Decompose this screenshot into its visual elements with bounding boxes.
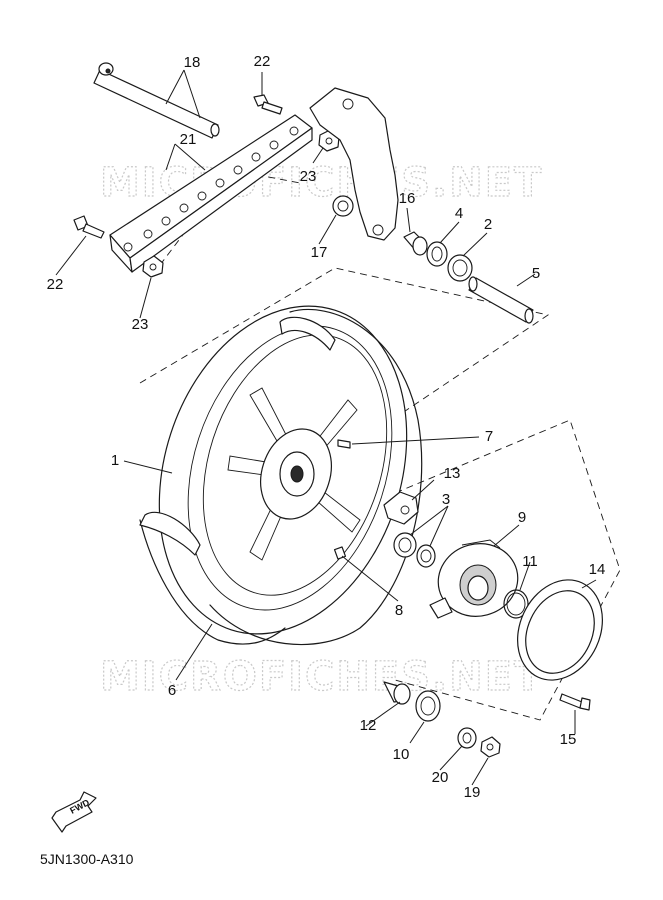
callout-12: 12 [360, 717, 377, 734]
guide-box-axle [139, 267, 550, 439]
spacer-part [332, 195, 354, 217]
axle-part [468, 276, 534, 324]
collar-lower-part [383, 681, 411, 705]
valve-part [337, 439, 351, 449]
callout-labels: 18 22 21 23 22 23 17 16 4 2 5 7 1 13 3 9… [47, 53, 606, 801]
callout-14: 14 [589, 561, 606, 578]
callout-22-upper: 22 [254, 53, 271, 70]
callout-8: 8 [395, 602, 403, 619]
callout-21: 21 [180, 131, 197, 148]
watermark-bottom: MICROFICHES.NET [100, 654, 543, 700]
callout-19: 19 [464, 784, 481, 801]
nut-lower-part [142, 255, 164, 278]
callout-16: 16 [399, 190, 416, 207]
axle-pin-part [93, 62, 220, 139]
callout-18: 18 [184, 54, 201, 71]
bearing-upper-part [447, 254, 473, 282]
callout-6: 6 [168, 682, 176, 699]
callout-1: 1 [111, 452, 119, 469]
callout-9: 9 [518, 509, 526, 526]
callout-15: 15 [560, 731, 577, 748]
callout-7: 7 [485, 428, 493, 445]
bearing-lower-part [415, 690, 441, 722]
callout-2: 2 [484, 216, 492, 233]
caliper-bracket [309, 87, 399, 241]
disc-cover-part [517, 579, 603, 681]
axle-nut-part [480, 736, 501, 758]
callout-5: 5 [532, 265, 540, 282]
callout-22-lower: 22 [47, 276, 64, 293]
bolt-lower-part [73, 215, 105, 239]
callout-3: 3 [442, 491, 450, 508]
callout-4: 4 [455, 205, 463, 222]
adjuster-plate-part [109, 114, 313, 273]
leader-lines [55, 69, 597, 786]
diagram-code: 5JN1300-A310 [40, 851, 134, 867]
callout-11: 11 [522, 553, 538, 570]
callout-17: 17 [311, 244, 328, 261]
bolt-upper-part [253, 94, 283, 115]
callout-20: 20 [432, 769, 449, 786]
washer-part [457, 727, 477, 749]
gear-unit-part [429, 539, 519, 619]
callout-10: 10 [393, 746, 410, 763]
callout-23-upper: 23 [300, 168, 317, 185]
bearing-hub-part [393, 532, 436, 568]
guide-box-hub [339, 419, 621, 721]
callout-13: 13 [444, 465, 461, 482]
callout-23-lower: 23 [132, 316, 149, 333]
collar-part [403, 231, 428, 256]
sensor-bracket-part [383, 491, 419, 525]
wheel-assembly [139, 305, 423, 646]
oil-seal-part [426, 241, 448, 267]
cover-bolt-part [559, 693, 591, 711]
o-ring-part [503, 589, 529, 619]
forward-arrow-icon: FWD [51, 791, 97, 833]
